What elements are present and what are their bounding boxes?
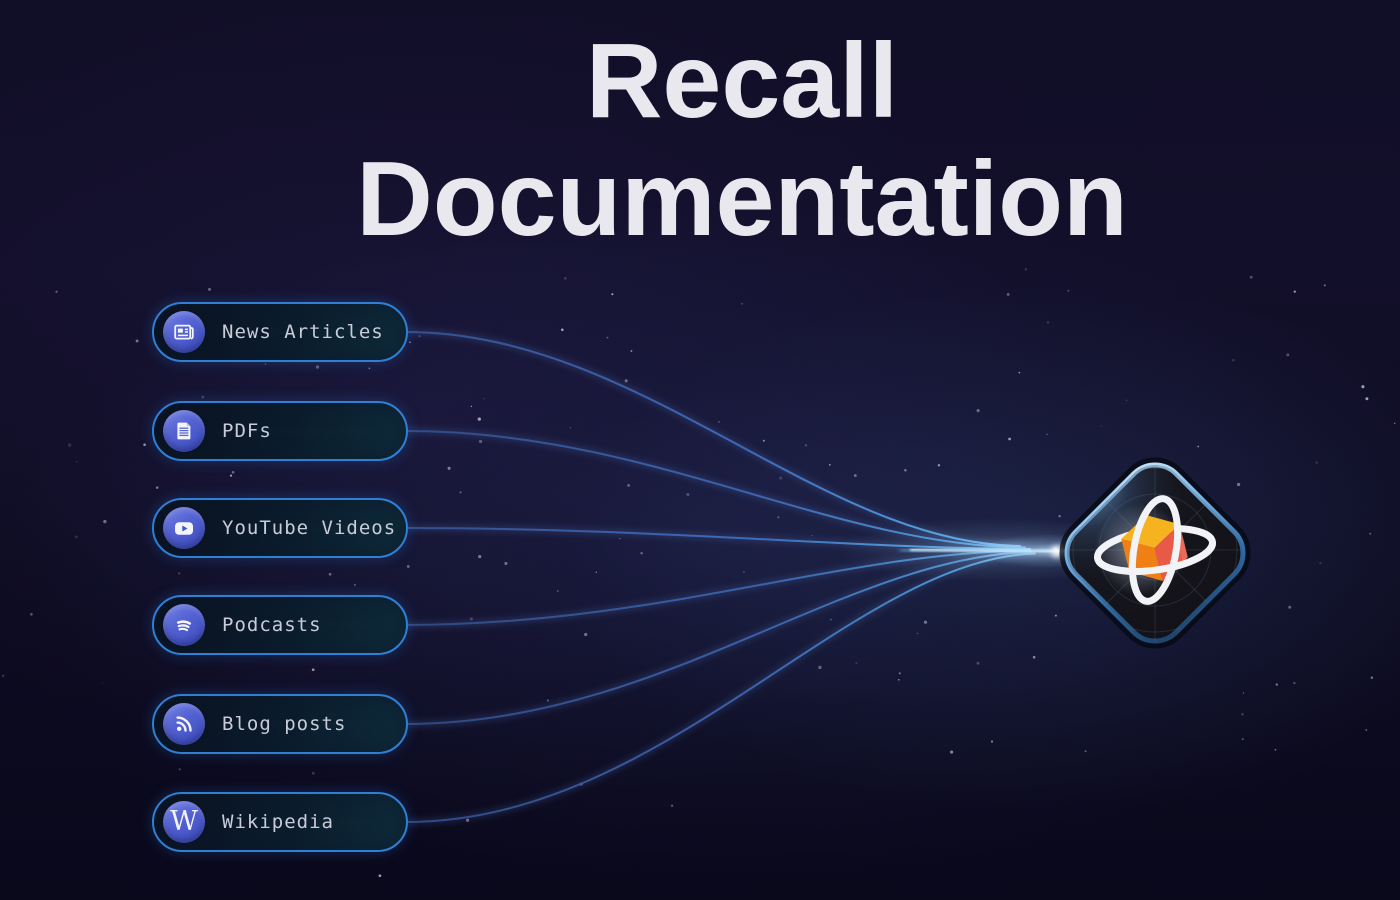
recall-logo-graphic <box>1054 452 1256 654</box>
source-pill-podcasts[interactable]: Podcasts <box>152 595 408 655</box>
source-pill-label: News Articles <box>222 321 384 343</box>
source-pill-pdfs[interactable]: PDFs <box>152 401 408 461</box>
logo-outer-bevel <box>1059 457 1251 649</box>
recall-app-logo <box>1040 438 1270 668</box>
orbit-ring-horizontal-front <box>1094 541 1216 575</box>
source-pill-label: Wikipedia <box>222 811 334 833</box>
source-pill-label: PDFs <box>222 420 272 442</box>
wikipedia-w-icon: W <box>163 801 205 843</box>
wikipedia-w-glyph: W <box>170 805 198 837</box>
source-pill-label: Podcasts <box>222 614 322 636</box>
spotify-icon <box>163 604 205 646</box>
source-pill-label: Blog posts <box>222 713 347 735</box>
source-pill-news-articles[interactable]: News Articles <box>152 302 408 362</box>
source-pill-label: YouTube Videos <box>222 517 397 539</box>
page-title-line2: Documentation <box>356 140 1128 258</box>
newspaper-icon <box>163 311 205 353</box>
rss-icon <box>163 703 205 745</box>
document-icon <box>163 410 205 452</box>
page-title: Recall Documentation <box>42 22 1400 258</box>
youtube-play-icon <box>163 507 205 549</box>
source-pill-blog-posts[interactable]: Blog posts <box>152 694 408 754</box>
source-pill-youtube-videos[interactable]: YouTube Videos <box>152 498 408 558</box>
source-pill-wikipedia[interactable]: W Wikipedia <box>152 792 408 852</box>
page-title-line1: Recall <box>585 22 899 140</box>
orbit-ring-vertical <box>1128 495 1182 605</box>
